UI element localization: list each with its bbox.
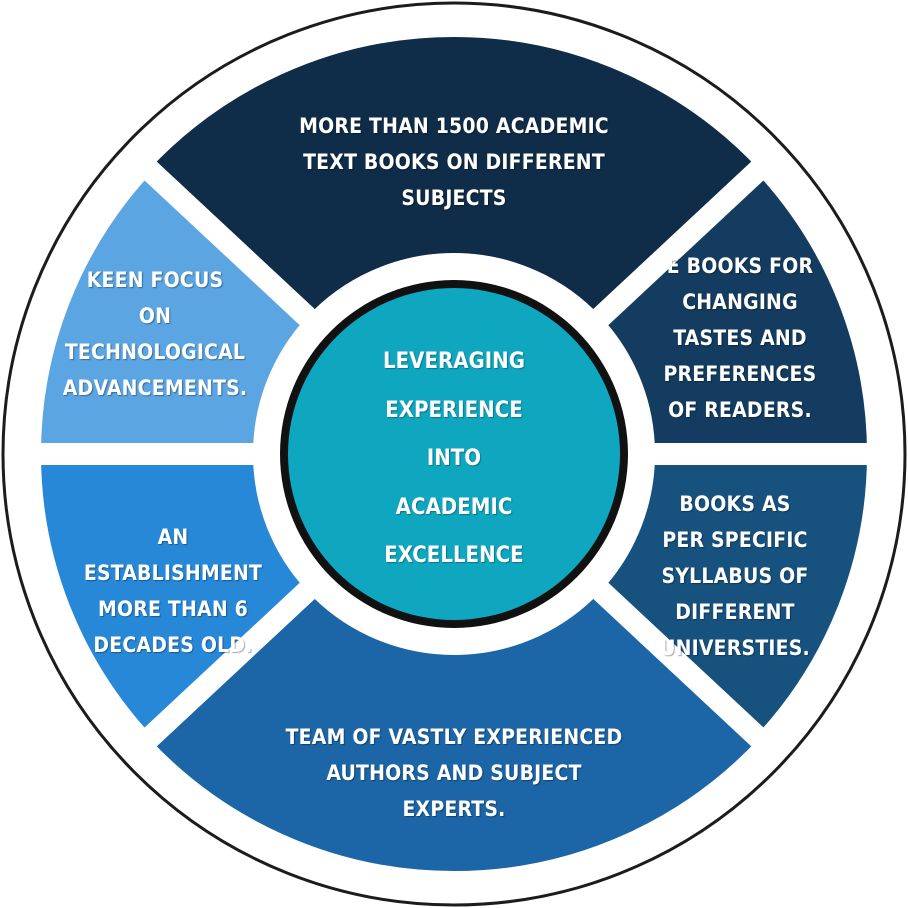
- center-line-4: ACADEMIC: [395, 494, 513, 520]
- segment-upper-left-line-3: TECHNOLOGICAL: [64, 340, 246, 364]
- segment-bottom: [125, 568, 783, 893]
- segment-top-line-2: TEXT BOOKS ON DIFFERENT: [303, 150, 605, 174]
- segment-lower-right-label: BOOKS AS PER SPECIFIC SYLLABUS OF DIFFER…: [630, 486, 840, 666]
- segment-upper-left-line-1: KEEN FOCUS: [86, 268, 224, 292]
- segment-lower-right-line-1: BOOKS AS: [679, 492, 791, 516]
- segment-top-line-3: SUBJECTS: [401, 186, 507, 210]
- segment-lower-left: [18, 443, 331, 759]
- segment-upper-left: [18, 149, 331, 465]
- center-line-5: EXCELLENCE: [384, 543, 524, 568]
- segment-top: [125, 15, 783, 340]
- segment-bottom-line-3: EXPERTS.: [402, 797, 506, 821]
- segment-lower-right-line-5: UNIVERSTIES.: [660, 636, 810, 660]
- segment-lower-right: [577, 443, 890, 759]
- segment-lower-left-label: AN ESTABLISHMENT MORE THAN 6 DECADES OLD…: [60, 519, 286, 663]
- center-label: LEVERAGING EXPERIENCE INTO ACADEMIC EXCE…: [334, 338, 574, 581]
- segment-bottom-line-2: AUTHORS AND SUBJECT: [326, 761, 582, 785]
- segment-top-label: MORE THAN 1500 ACADEMIC TEXT BOOKS ON DI…: [254, 108, 654, 216]
- segment-lower-right-line-4: DIFFERENT: [675, 600, 795, 624]
- segment-lower-left-line-3: MORE THAN 6: [98, 597, 248, 621]
- segment-upper-left-line-4: ADVANCEMENTS.: [62, 376, 248, 400]
- segment-lower-left-line-1: AN: [157, 525, 189, 549]
- segment-bottom-line-1: TEAM OF VASTLY EXPERIENCED: [285, 725, 623, 749]
- center-line-1: LEVERAGING: [383, 349, 525, 374]
- segment-upper-right-line-4: PREFERENCES: [663, 362, 817, 386]
- center-circle: [288, 288, 620, 620]
- segment-upper-right-line-3: TASTES AND: [673, 326, 807, 350]
- segment-lower-left-line-2: ESTABLISHMENT: [83, 561, 263, 585]
- segment-upper-left-line-2: ON: [138, 304, 172, 328]
- segment-upper-right-line-1: E BOOKS FOR: [666, 254, 814, 278]
- segment-bottom-label: TEAM OF VASTLY EXPERIENCED AUTHORS AND S…: [244, 719, 664, 827]
- center-line-2: EXPERIENCE: [385, 397, 523, 423]
- segment-upper-right-line-2: CHANGING: [682, 290, 798, 314]
- segment-upper-right-line-5: OF READERS.: [668, 398, 812, 422]
- segment-lower-right-line-3: SYLLABUS OF: [661, 564, 809, 588]
- center-line-3: INTO: [426, 446, 482, 471]
- segment-lower-left-line-4: DECADES OLD.: [93, 633, 253, 657]
- segment-top-line-1: MORE THAN 1500 ACADEMIC: [299, 114, 609, 138]
- segment-lower-right-line-2: PER SPECIFIC: [662, 528, 808, 552]
- segment-upper-right-label: E BOOKS FOR CHANGING TASTES AND PREFEREN…: [630, 248, 850, 428]
- segment-upper-right: [577, 149, 890, 465]
- segment-upper-left-label: KEEN FOCUS ON TECHNOLOGICAL ADVANCEMENTS…: [40, 262, 270, 406]
